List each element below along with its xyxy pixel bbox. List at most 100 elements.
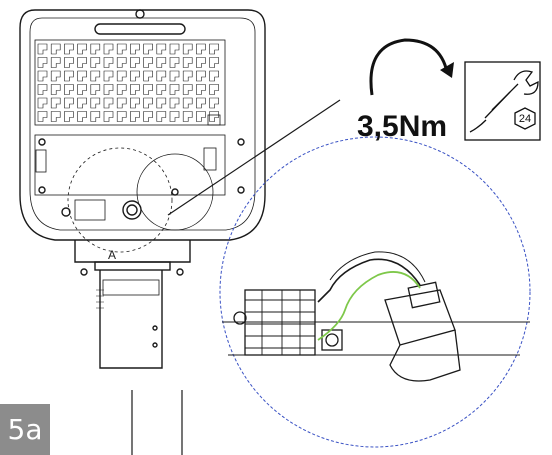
- led-cell: [169, 70, 180, 82]
- led-cell: [130, 57, 140, 68]
- detail-view: [219, 136, 531, 448]
- led-cell: [103, 70, 114, 82]
- terminal-block: [244, 289, 316, 356]
- led-cell: [77, 57, 87, 68]
- rotate-clockwise-icon: [369, 38, 454, 96]
- led-cell: [77, 97, 87, 109]
- led-cell: [209, 111, 219, 122]
- led-cell: [116, 70, 127, 82]
- led-cell: [103, 57, 114, 68]
- led-cell: [37, 43, 48, 55]
- led-cell: [116, 84, 127, 95]
- led-cell: [196, 97, 206, 109]
- led-cell: [169, 84, 180, 95]
- led-cell: [37, 111, 48, 122]
- led-cell: [169, 97, 180, 109]
- callout-label: A: [108, 248, 117, 262]
- led-cell: [103, 97, 114, 109]
- led-cell: [90, 43, 101, 55]
- led-cell: [169, 43, 180, 55]
- led-cell: [64, 70, 74, 82]
- led-cell: [196, 84, 206, 95]
- led-cell: [196, 43, 206, 55]
- pole-mount: [74, 240, 191, 263]
- led-cell: [37, 57, 48, 68]
- wrench-size-text: 24: [519, 113, 531, 125]
- led-cell: [90, 97, 101, 109]
- led-cell: [156, 43, 167, 55]
- cable-gland: [384, 289, 456, 346]
- led-cell: [116, 111, 127, 122]
- led-cell: [116, 97, 127, 109]
- luminaire-head-outline: [19, 9, 266, 241]
- led-cell: [182, 84, 193, 95]
- led-cell: [156, 84, 167, 95]
- wrench-icon: [464, 61, 541, 141]
- led-cell: [50, 111, 61, 122]
- led-cell: [182, 57, 193, 68]
- led-cell: [209, 84, 219, 95]
- led-cell: [37, 84, 48, 95]
- led-cell: [169, 57, 180, 68]
- led-cell: [130, 43, 140, 55]
- led-array: [34, 39, 226, 126]
- led-cell: [130, 70, 140, 82]
- led-cell: [169, 111, 180, 122]
- led-cell: [64, 111, 74, 122]
- led-cell: [143, 70, 153, 82]
- led-cell: [50, 97, 61, 109]
- led-cell: [50, 57, 61, 68]
- ground-wire: [317, 271, 421, 341]
- led-cell: [196, 111, 206, 122]
- led-cell: [182, 70, 193, 82]
- led-cell: [90, 70, 101, 82]
- led-cell: [156, 57, 167, 68]
- led-cell: [130, 111, 140, 122]
- led-cell: [77, 70, 87, 82]
- led-cell: [116, 57, 127, 68]
- led-cell: [90, 57, 101, 68]
- led-cell: [143, 84, 153, 95]
- led-cell: [50, 84, 61, 95]
- led-cell: [196, 57, 206, 68]
- step-badge: 5a: [0, 404, 50, 455]
- led-grid-pattern: [37, 43, 219, 122]
- led-cell: [143, 57, 153, 68]
- led-cell: [182, 97, 193, 109]
- pole: [131, 390, 183, 455]
- led-cell: [90, 111, 101, 122]
- led-cell: [64, 57, 74, 68]
- led-cell: [209, 70, 219, 82]
- led-cell: [209, 43, 219, 55]
- led-cell: [90, 84, 101, 95]
- led-cell: [77, 43, 87, 55]
- led-cell: [156, 111, 167, 122]
- led-cell: [209, 97, 219, 109]
- led-cell: [143, 43, 153, 55]
- led-cell: [209, 57, 219, 68]
- led-cell: [64, 84, 74, 95]
- led-cell: [37, 70, 48, 82]
- led-cell: [37, 97, 48, 109]
- led-cell: [50, 43, 61, 55]
- led-cell: [116, 43, 127, 55]
- led-cell: [182, 43, 193, 55]
- led-cell: [196, 70, 206, 82]
- led-cell: [77, 111, 87, 122]
- led-cell: [103, 43, 114, 55]
- led-cell: [64, 97, 74, 109]
- led-cell: [143, 111, 153, 122]
- led-cell: [103, 84, 114, 95]
- led-cell: [77, 84, 87, 95]
- led-cell: [156, 70, 167, 82]
- led-cell: [143, 97, 153, 109]
- detail-circle: [219, 136, 531, 448]
- led-cell: [64, 43, 74, 55]
- led-cell: [156, 97, 167, 109]
- led-cell: [130, 84, 140, 95]
- led-cell: [50, 70, 61, 82]
- torque-value: 3,5Nm: [357, 110, 448, 143]
- wrench-size-label: 24: [519, 113, 531, 125]
- led-cell: [182, 111, 193, 122]
